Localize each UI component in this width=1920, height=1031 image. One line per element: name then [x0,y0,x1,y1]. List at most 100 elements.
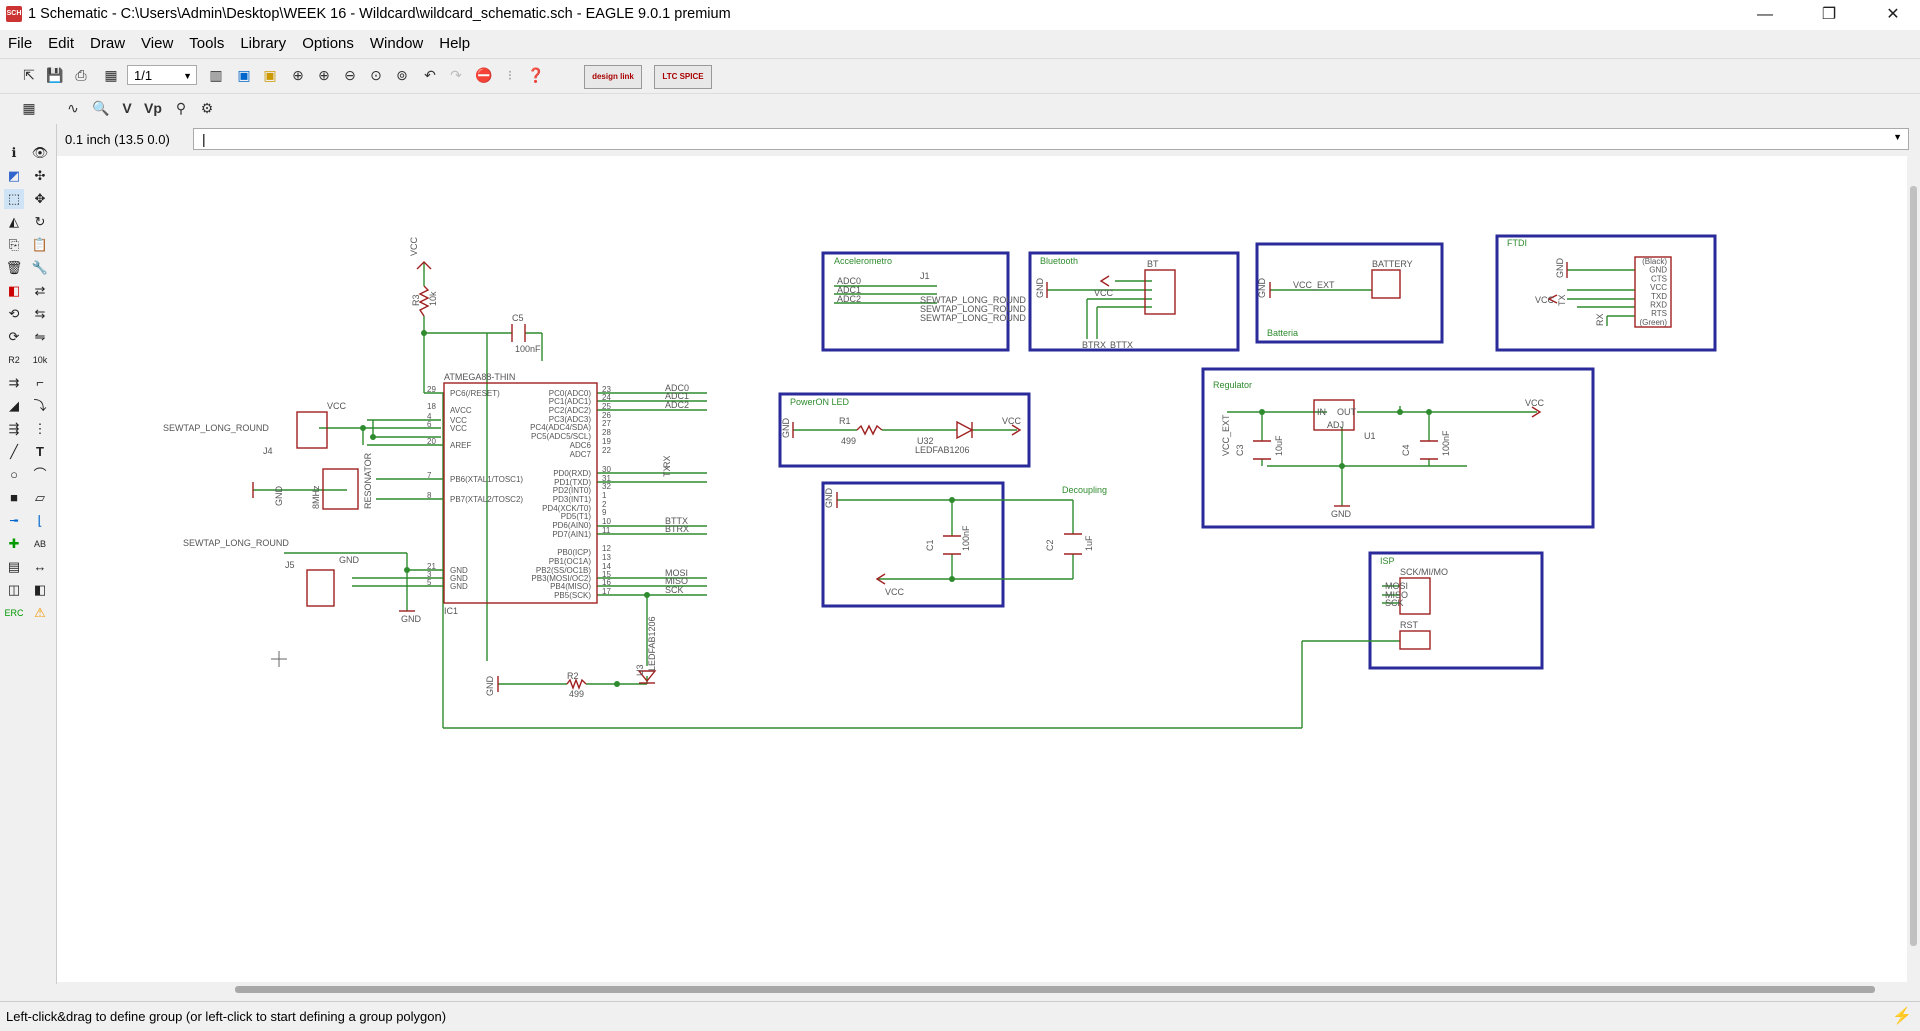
go-icon[interactable]: ⁝ [507,67,513,83]
add-icon[interactable]: ◧ [7,283,21,298]
split-icon[interactable]: ⇉ [8,375,20,390]
wrench-icon[interactable]: 🔧 [31,260,49,275]
chevron-down-icon[interactable]: ▼ [1893,132,1902,142]
warning-icon[interactable]: ⚠ [34,605,46,620]
board-switch-icon[interactable]: ▦ [104,67,118,83]
attribute-icon[interactable]: ⋮ [33,421,47,436]
ulp-icon[interactable]: ▣ [263,67,277,83]
delete-icon[interactable]: 🗑 [5,260,23,275]
bus-icon[interactable]: ⌊ [37,513,43,528]
sheets-icon[interactable]: ▥ [209,67,223,83]
invoke-icon[interactable]: ⟳ [8,329,20,344]
net-classes-icon[interactable]: ∿ [67,100,79,116]
command-line-bar: 0.1 inch (13.5 0.0) | ▼ [57,124,1920,155]
miter-icon[interactable]: ⌐ [36,375,44,390]
menu-tools[interactable]: Tools [189,35,225,52]
mark-icon[interactable]: ✣ [34,168,46,183]
gate-swap-icon[interactable]: ⟲ [8,306,20,321]
print-icon[interactable]: ⎙ [75,67,87,83]
polygon-icon[interactable]: ▱ [35,490,45,505]
port-icon[interactable]: ◧ [33,582,47,597]
redraw-icon[interactable]: ⊚ [396,67,408,83]
menu-edit[interactable]: Edit [48,35,75,52]
command-input[interactable]: | ▼ [193,128,1909,150]
label-icon[interactable]: AB [33,539,46,549]
replace-icon[interactable]: ⇄ [34,283,46,298]
vertical-scroll-thumb[interactable] [1910,186,1917,946]
design-link-button[interactable]: design link [584,65,642,89]
gear-icon[interactable]: ⚙ [200,100,214,116]
erc-icon[interactable]: ERC [4,608,24,618]
menu-draw[interactable]: Draw [90,35,126,52]
mirror-icon[interactable]: ◭ [9,214,19,229]
vcc-j4-label: VCC [327,401,347,411]
close-button[interactable]: ✕ [1886,6,1900,23]
grid-icon[interactable]: ▦ [22,100,36,116]
zoom-out-icon[interactable]: ⊖ [344,67,356,83]
ltspice-button[interactable]: LTC SPICE [654,65,712,89]
undo-icon[interactable]: ↶ [424,67,436,83]
adc0-acc-label: ADC0 [837,276,861,286]
share-icon[interactable]: ⚲ [175,100,187,116]
dimension-icon[interactable]: ↔ [33,559,47,574]
menu-help[interactable]: Help [439,35,471,52]
arc-icon[interactable]: ⌒ [33,467,47,482]
menu-window[interactable]: Window [369,35,424,52]
save-icon[interactable]: 💾 [46,67,64,83]
gnd-bottom-label: GND [401,614,422,624]
tx-mcu-label: TX [662,465,672,477]
part-value-icon[interactable]: Vp [144,100,162,116]
group-icon[interactable]: ⬚ [4,189,24,209]
frame-title-regulator: Regulator [1213,380,1252,390]
move-icon[interactable]: ✥ [34,191,46,206]
value-tool-icon[interactable]: 10k [32,355,48,365]
text-icon[interactable]: T [36,444,44,459]
display-icon[interactable]: ◩ [7,168,21,183]
mcu-pin-number: 8 [427,491,432,500]
vertical-scrollbar[interactable] [1907,156,1920,982]
rotate-icon[interactable]: ↻ [34,214,46,229]
rectangle-icon[interactable]: ■ [10,490,18,505]
restore-button[interactable]: ❐ [1821,6,1837,23]
stop-icon[interactable]: ⛔ [475,67,493,83]
menu-view[interactable]: View [141,35,174,52]
net-icon[interactable]: ╼ [10,513,18,528]
paste-icon[interactable]: 📋 [31,237,49,252]
zoom-select-icon[interactable]: ⊙ [370,67,382,83]
schematic-canvas[interactable]: Accelerometro Bluetooth Batteria FTDI Po… [57,156,1907,982]
smash-icon[interactable]: R2 [8,355,20,365]
slice-icon[interactable]: ⇶ [8,421,20,436]
name-icon[interactable]: ⇋ [34,329,46,344]
bend-icon[interactable]: ⤵ [33,398,47,413]
horizontal-scrollbar[interactable] [57,982,1907,996]
adc2-acc-label: ADC2 [837,294,861,304]
circle-icon[interactable]: ○ [10,467,18,482]
zoom-fit-icon[interactable]: ⊕ [292,67,304,83]
search-icon[interactable]: 🔍 [92,100,110,116]
pin-swap-icon[interactable]: ⇆ [34,306,46,321]
menu-library[interactable]: Library [240,35,287,52]
miso-mcu-label: MISO [665,576,688,586]
redo-icon[interactable]: ↷ [450,67,462,83]
rx-ftdi-label: RX [1595,313,1605,326]
help-icon[interactable]: ❓ [527,67,545,83]
show-icon[interactable]: 👁 [31,145,49,160]
menu-file[interactable]: File [8,35,33,52]
info-icon[interactable]: ℹ [11,145,17,160]
line-icon[interactable]: ╱ [10,444,18,459]
mcu-body[interactable] [443,382,598,604]
script-icon[interactable]: ▣ [237,67,251,83]
menu-options[interactable]: Options [302,35,354,52]
module-icon[interactable]: ◫ [7,582,21,597]
zoom-in-icon[interactable]: ⊕ [318,67,330,83]
frame-icon[interactable]: ▤ [7,559,21,574]
open-icon[interactable]: ⇱ [23,67,35,83]
sheet-select[interactable]: 1/1▼ [127,65,197,85]
horizontal-scroll-thumb[interactable] [235,986,1875,993]
minimize-button[interactable]: — [1757,6,1773,23]
lightning-icon[interactable]: ⚡ [1892,1008,1912,1025]
copy-icon[interactable]: ⎘ [8,237,20,252]
junction-icon[interactable]: ✚ [8,536,20,551]
optimize-icon[interactable]: ◢ [9,398,19,413]
value-icon[interactable]: V [122,100,132,116]
